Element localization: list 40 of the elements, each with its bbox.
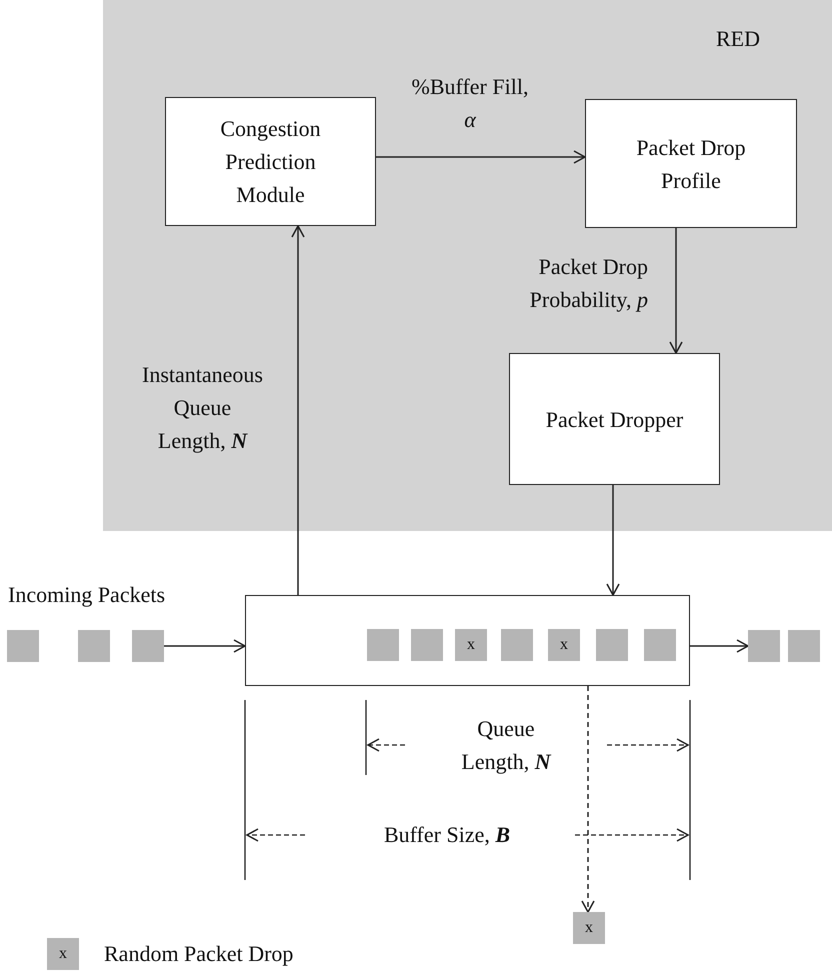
- box-label: Packet Dropper: [546, 406, 684, 434]
- dimension-label: Buffer Size, B: [382, 821, 512, 849]
- process-box: [165, 97, 376, 226]
- packet-square: [411, 629, 443, 661]
- arrow: [606, 485, 620, 596]
- drop-mark: x: [560, 637, 568, 653]
- process-box: [585, 99, 797, 228]
- legend-label: Random Packet Drop: [104, 940, 294, 968]
- arrow: [690, 639, 749, 653]
- arrow: [291, 225, 305, 595]
- region-title: RED: [716, 25, 760, 53]
- packet-square: [455, 629, 487, 661]
- buffer-box: [245, 595, 690, 686]
- packet-square: [748, 630, 780, 662]
- process-box: [509, 353, 720, 485]
- drop-mark: x: [59, 946, 67, 962]
- arrow: [581, 686, 595, 913]
- edge-label: %Buffer Fill, α: [410, 73, 530, 134]
- arrow: [164, 639, 246, 653]
- packet-square: [548, 629, 580, 661]
- input-label: Incoming Packets: [8, 581, 166, 609]
- packet-square: [78, 630, 110, 662]
- shaded-region: [103, 0, 832, 531]
- drop-mark: x: [467, 637, 475, 653]
- edge-label: Instantaneous Queue Length, N: [141, 361, 264, 455]
- packet-square: [501, 629, 533, 661]
- packet-square: [7, 630, 39, 662]
- packet-square: [367, 629, 399, 661]
- drop-mark: x: [585, 920, 593, 936]
- box-label: Packet Drop Profile: [635, 134, 747, 194]
- dimension-label: Queue Length, N: [460, 715, 552, 776]
- packet-square: [788, 630, 820, 662]
- packet-square: [132, 630, 164, 662]
- arrow: [669, 228, 683, 354]
- box-label: Congestion Prediction Module: [219, 115, 322, 209]
- packet-square: [596, 629, 628, 661]
- packet-square: [644, 629, 676, 661]
- arrow: [376, 150, 586, 164]
- packet-square: [573, 912, 605, 944]
- edge-label: Packet Drop Probability, p: [528, 253, 648, 314]
